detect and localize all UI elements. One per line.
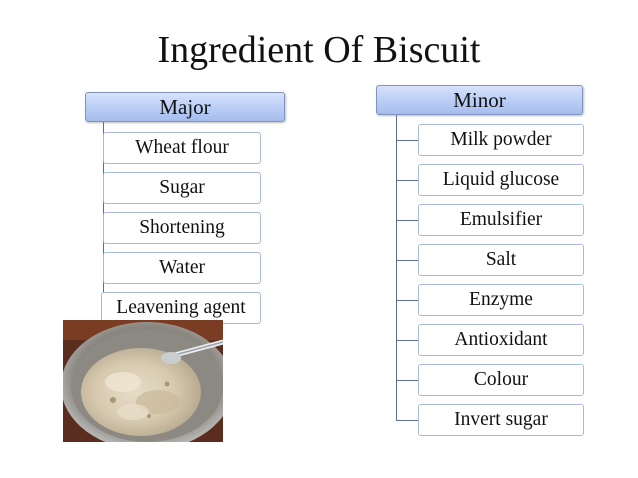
minor-item-invert-sugar: Invert sugar [418,404,584,436]
minor-item-salt: Salt [418,244,584,276]
minor-connector-branch [396,260,418,261]
minor-connector-branch [396,420,418,421]
minor-item-liquid-glucose: Liquid glucose [418,164,584,196]
minor-header: Minor [376,85,583,115]
minor-item-antioxidant: Antioxidant [418,324,584,356]
major-item-shortening: Shortening [103,212,261,244]
minor-item-milk-powder: Milk powder [418,124,584,156]
major-header: Major [85,92,285,122]
minor-connector-branch [396,340,418,341]
minor-connector-branch [396,300,418,301]
minor-connector-trunk [396,115,397,420]
minor-connector-branch [396,180,418,181]
major-item-wheat-flour: Wheat flour [103,132,261,164]
minor-item-enzyme: Enzyme [418,284,584,316]
major-item-water: Water [103,252,261,284]
major-item-sugar: Sugar [103,172,261,204]
major-item-leavening-agent: Leavening agent [101,292,261,324]
minor-connector-branch [396,140,418,141]
minor-item-colour: Colour [418,364,584,396]
page-title: Ingredient Of Biscuit [157,29,481,71]
flour-bowl-photo [63,320,223,442]
minor-connector-branch [396,220,418,221]
minor-connector-branch [396,380,418,381]
minor-item-emulsifier: Emulsifier [418,204,584,236]
